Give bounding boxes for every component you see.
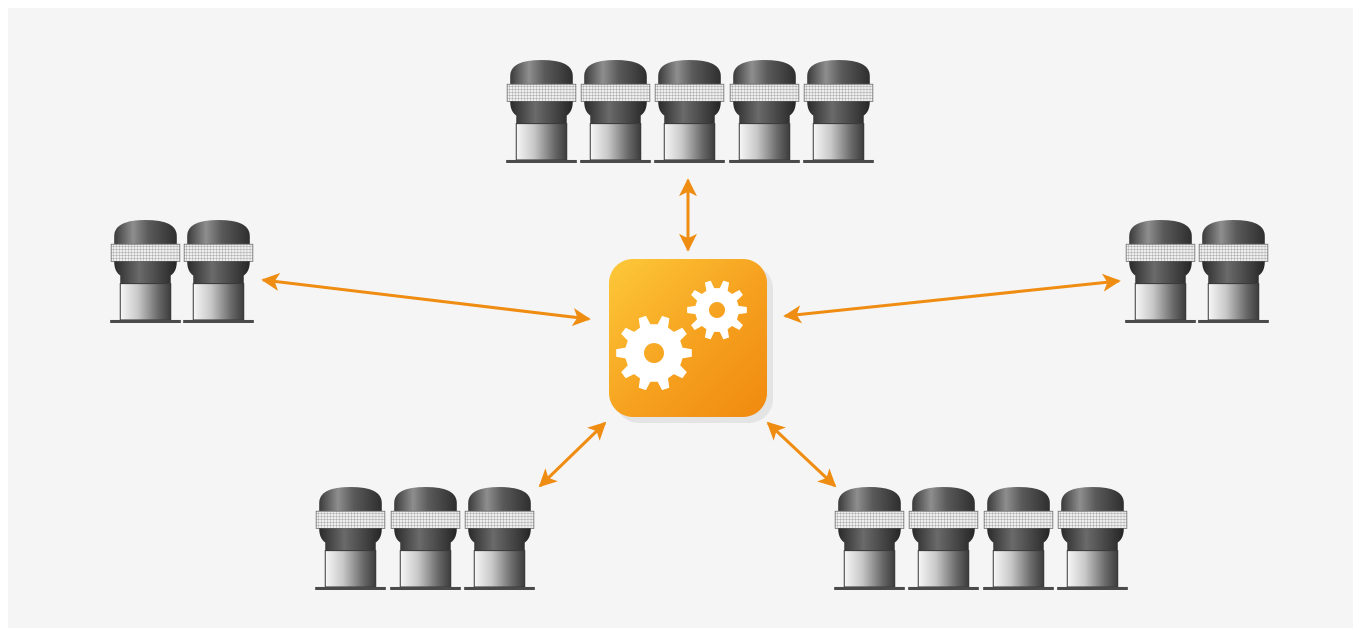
rooftop-fan-icon xyxy=(580,59,651,164)
rooftop-fan-icon xyxy=(729,59,800,164)
fan-group-right xyxy=(1125,219,1269,324)
rooftop-fan-icon xyxy=(183,219,254,324)
rooftop-fan-icon xyxy=(908,486,979,591)
rooftop-fan-icon xyxy=(834,486,905,591)
rooftop-fan-icon xyxy=(803,59,874,164)
fan-group-top xyxy=(506,59,874,164)
connection-arrows xyxy=(261,178,1121,488)
rooftop-fan-icon xyxy=(506,59,577,164)
arrow-hub-right xyxy=(783,273,1121,324)
fan-group-bottom-right xyxy=(834,486,1128,591)
rooftop-fan-icon xyxy=(464,486,535,591)
rooftop-fan-icon xyxy=(315,486,386,591)
fan-group-left xyxy=(110,219,254,324)
rooftop-fan-icon xyxy=(1198,219,1269,324)
arrow-hub-bottom-left xyxy=(538,421,607,488)
diagram-canvas xyxy=(8,8,1353,628)
fan-group-bottom-left xyxy=(315,486,535,591)
rooftop-fan-icon xyxy=(654,59,725,164)
rooftop-fan-icon xyxy=(110,219,181,324)
rooftop-fan-icon xyxy=(983,486,1054,591)
rooftop-fan-icon xyxy=(1057,486,1128,591)
control-hub xyxy=(609,259,773,423)
arrow-hub-bottom-right xyxy=(766,421,837,488)
gears-icon xyxy=(616,280,747,391)
arrow-hub-left xyxy=(261,272,591,327)
diagram-svg xyxy=(110,59,1269,591)
rooftop-fan-icon xyxy=(1125,219,1196,324)
rooftop-fan-icon xyxy=(390,486,461,591)
